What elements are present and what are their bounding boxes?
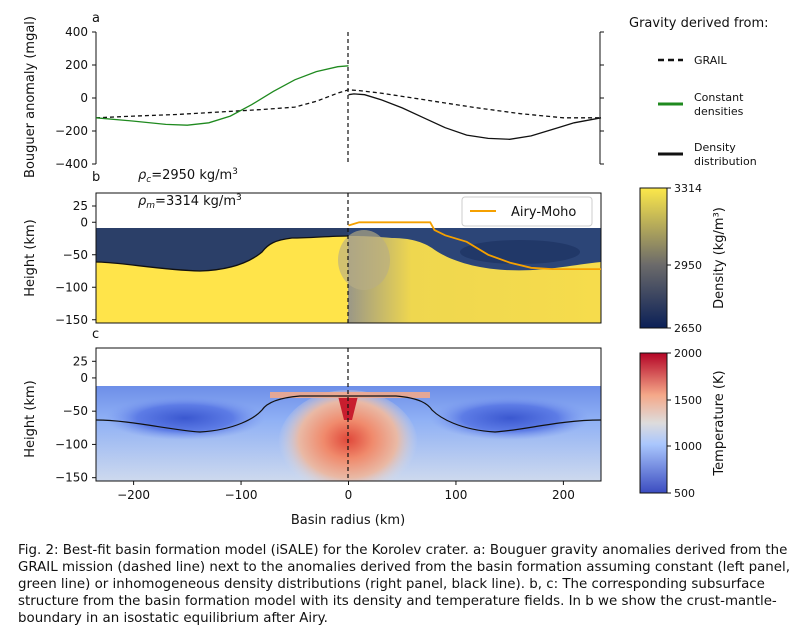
panel-b-ytick-label: 0: [80, 215, 88, 229]
legend-title: Gravity derived from:: [629, 16, 769, 31]
density-left-moho: [96, 235, 349, 272]
panel-label-a: a: [92, 11, 100, 26]
density-colorbar-label: Density (kg/m³): [712, 207, 727, 309]
temperature-colorbar-label: Temperature (K): [712, 370, 727, 476]
panel-a: a Bouguer anomaly (mgal) 400 200 0 −200 −400: [23, 11, 604, 178]
temp-tick-1500: 1500: [674, 394, 702, 407]
panel-a-ytick-label: −400: [55, 157, 88, 171]
airy-moho-line: [348, 221, 601, 271]
temp-cold-lobe-left: [105, 396, 265, 440]
density-tick-max: 3314: [674, 182, 702, 195]
panel-c-ytick-label: −100: [55, 437, 88, 451]
rho-m-label: ρm=3314 kg/m3: [138, 193, 242, 211]
panel-b-yticks: 25 0 −50 −100 −150: [55, 199, 96, 327]
density-right-light-zone: [338, 230, 390, 290]
panel-c-ytick-label: −50: [63, 404, 88, 418]
panel-c-xtick-label: 200: [552, 488, 575, 502]
legend-constant-label-2: densities: [694, 105, 744, 118]
legend-distribution-label-2: distribution: [694, 155, 757, 168]
panel-c-ytick-label: 25: [73, 354, 88, 368]
panel-c-xtick-label: 0: [345, 488, 353, 502]
legend-constant-label-1: Constant: [694, 91, 744, 104]
rho-c-label: ρc=2950 kg/m3: [138, 167, 238, 185]
panel-c-xtick-label: −100: [225, 488, 258, 502]
panel-c: c Height (km) 25 0 −50 −100 −150 −200 −100 0 10…: [23, 327, 727, 528]
figure-caption: Fig. 2: Best-fit basin formation model (…: [18, 543, 790, 626]
panel-a-ytick-label: 200: [65, 58, 88, 72]
series-constant-densities: [95, 65, 349, 126]
panel-label-b: b: [92, 170, 100, 185]
panel-a-ytick-label: 0: [80, 91, 88, 105]
panel-c-ytick-label: −150: [55, 471, 88, 485]
panel-b-ytick-label: −100: [55, 280, 88, 294]
temp-moho-right: [348, 395, 601, 433]
panel-c-xtick-label: −200: [117, 488, 150, 502]
panel-c-xlabel: Basin radius (km): [291, 513, 405, 528]
panel-c-xticks: −200 −100 0 100 200: [117, 481, 575, 502]
panel-b: b Height (km) 25 0 −50 −100 −150 ρc=2950 kg/…: [23, 167, 727, 335]
temperature-colorbar: 2000 1500 1000 500 Temperature (K): [639, 347, 727, 500]
panel-a-yticks: 400 200 0 −200 −400: [55, 25, 604, 171]
panel-label-c: c: [92, 327, 99, 342]
panel-a-ytick-label: −200: [55, 124, 88, 138]
series-airy-moho: [348, 221, 601, 271]
density-tick-min: 2650: [674, 322, 702, 335]
panel-c-ytick-label: 0: [80, 371, 88, 385]
panel-b-ylabel: Height (km): [23, 219, 38, 296]
panel-b-ytick-label: −150: [55, 313, 88, 327]
panel-c-yticks: 25 0 −50 −100 −150: [55, 354, 96, 485]
density-colorbar: 3314 2950 2650 Density (kg/m³): [639, 182, 727, 335]
series-density-distribution: [348, 93, 602, 140]
panel-a-ytick-label: 400: [65, 25, 88, 39]
gravity-legend: Gravity derived from: GRAIL Constant den…: [629, 16, 769, 168]
density-field: [96, 228, 601, 323]
temp-moho-left: [96, 395, 348, 433]
temp-tick-2000: 2000: [674, 347, 702, 360]
airy-legend-label: Airy-Moho: [511, 205, 576, 220]
temp-cold-lobe-right: [430, 396, 590, 440]
figure: a Bouguer anomaly (mgal) 4002000−200−400…: [23, 11, 769, 528]
temp-tick-1000: 1000: [674, 440, 702, 453]
panel-a-ylabel: Bouguer anomaly (mgal): [23, 16, 38, 178]
density-tick-mid: 2950: [674, 259, 702, 272]
legend-grail-label: GRAIL: [694, 54, 727, 67]
legend-distribution-label-1: Density: [694, 141, 736, 154]
density-right-dark-lobe: [460, 240, 580, 264]
panel-b-ytick-label: −50: [63, 248, 88, 262]
panel-c-ylabel: Height (km): [23, 380, 38, 457]
airy-legend: Airy-Moho: [461, 196, 593, 227]
panel-b-ytick-label: 25: [73, 199, 88, 213]
temp-tick-500: 500: [674, 487, 695, 500]
panel-c-xtick-label: 100: [444, 488, 467, 502]
